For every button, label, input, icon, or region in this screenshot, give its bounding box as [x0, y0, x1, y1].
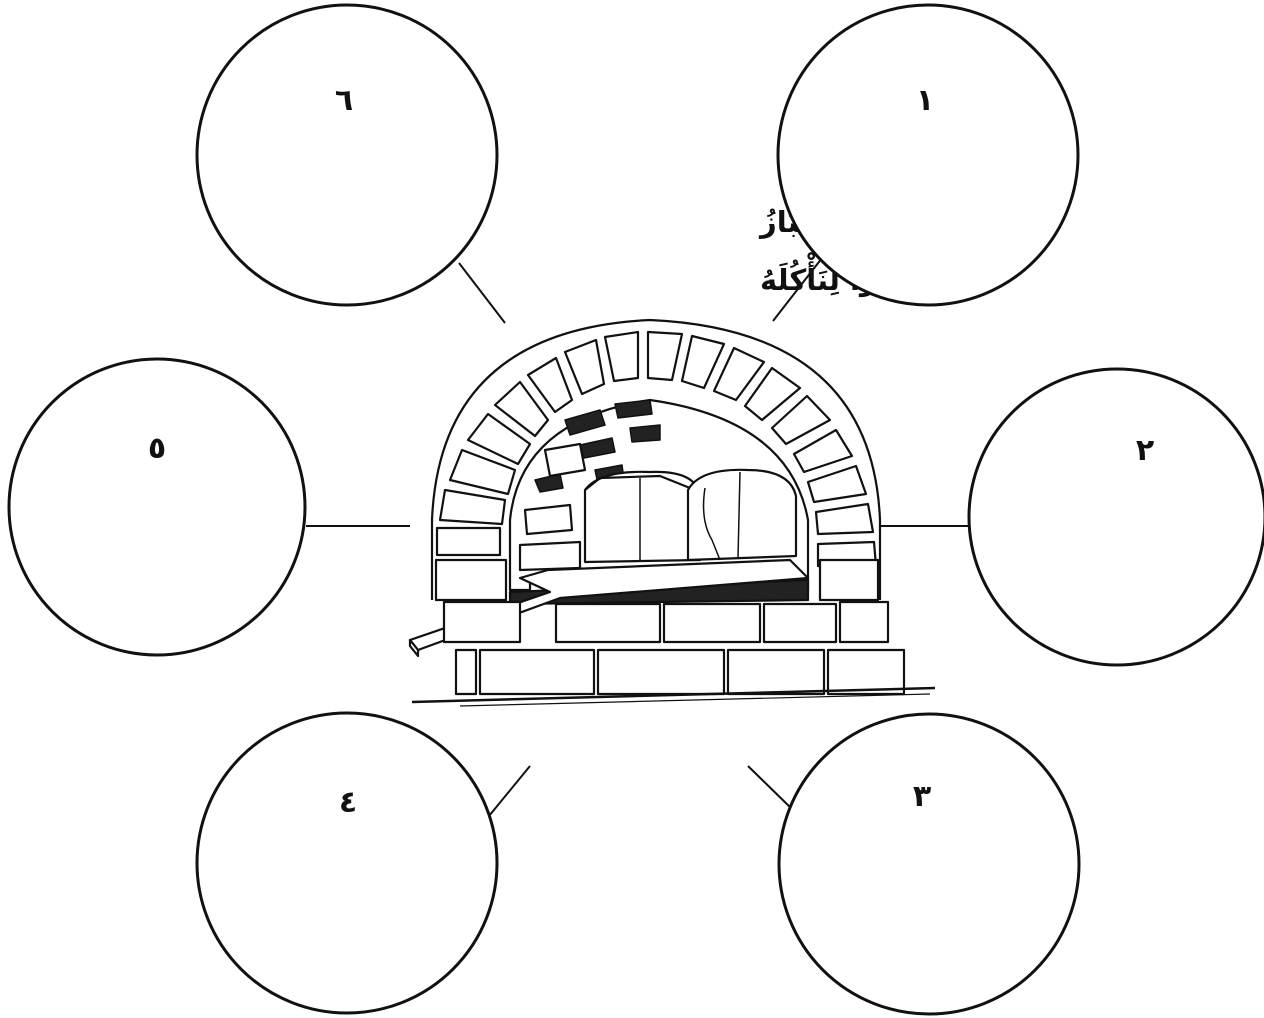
- connector-6: [459, 263, 505, 323]
- bread-loaves: [585, 470, 796, 562]
- step-circle-6[interactable]: ٦: [197, 5, 497, 305]
- step-number-5: ٥: [148, 431, 166, 466]
- step-number-2: ٢: [1136, 433, 1154, 468]
- step-number-6: ٦: [335, 83, 353, 118]
- step-circle-1[interactable]: ١: [778, 5, 1078, 305]
- step-circle-3[interactable]: ٣: [779, 714, 1079, 1014]
- step-number-3: ٣: [913, 779, 931, 814]
- step-circle-2[interactable]: ٢: [969, 369, 1264, 665]
- step-number-4: ٤: [339, 785, 357, 820]
- connector-3: [748, 766, 793, 810]
- bread-oven-illustration: [410, 320, 935, 706]
- step-circle-4[interactable]: ٤: [197, 713, 497, 1013]
- step-circle-5[interactable]: ٥: [9, 359, 305, 655]
- connector-4: [489, 766, 530, 816]
- step-number-1: ١: [916, 83, 934, 118]
